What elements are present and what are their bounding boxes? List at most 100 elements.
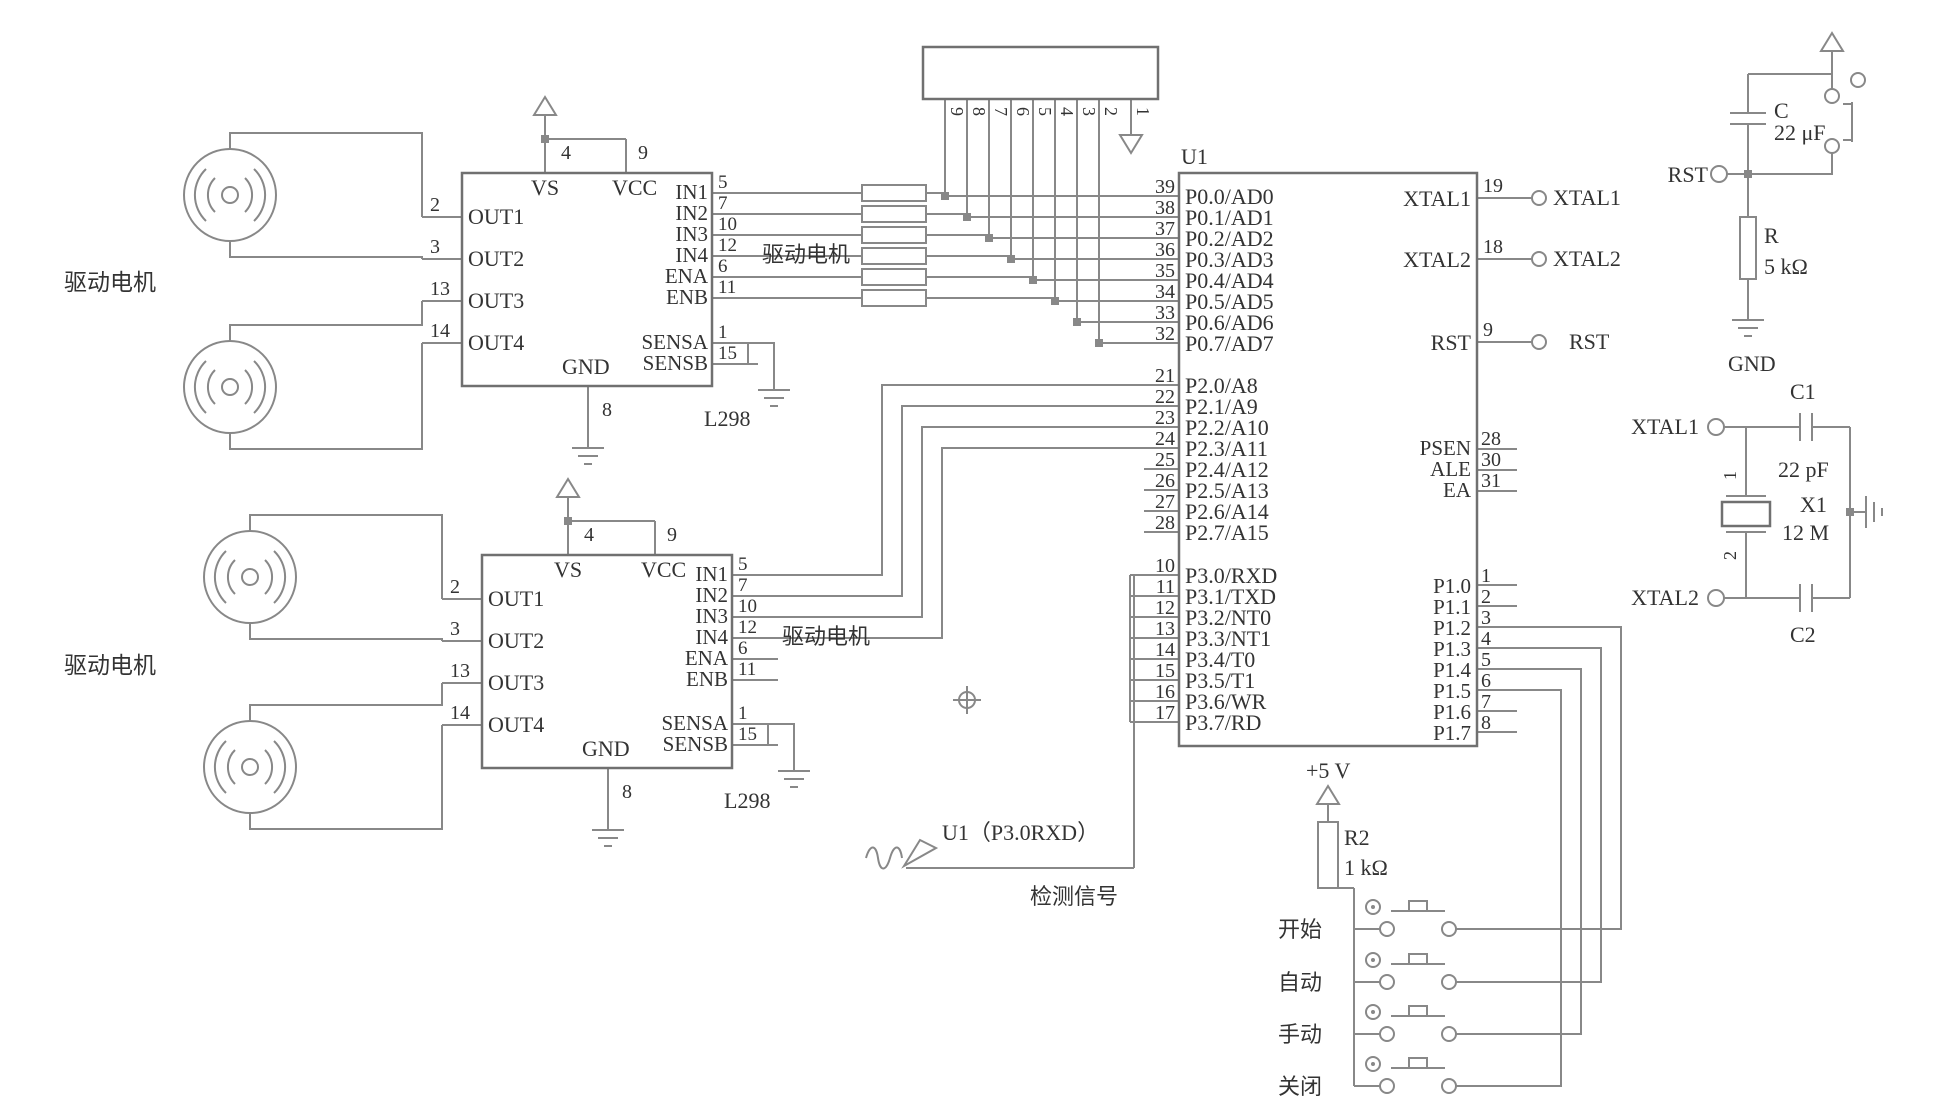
button-marker	[1365, 952, 1381, 968]
pin-label: SENSA	[661, 711, 728, 735]
pin-number: 11	[718, 277, 736, 298]
pin-number: 14	[430, 320, 450, 342]
pin-label: OUT4	[488, 712, 544, 737]
ground-arrow-icon	[1118, 134, 1144, 155]
pin-number: 39	[1155, 176, 1175, 198]
pin-number: 19	[1483, 175, 1503, 197]
keypad-resistor-r2	[1317, 821, 1339, 889]
xtal1-net-label: XTAL1	[1631, 414, 1699, 439]
push-button-icon	[1365, 1004, 1457, 1042]
ground-symbol	[1732, 319, 1764, 337]
button-contact	[1441, 1078, 1457, 1094]
keypad-button-label: 关闭	[1278, 1074, 1322, 1098]
pin-number: 10	[718, 214, 737, 235]
pin-label: P2.4/A12	[1185, 457, 1269, 482]
net-terminal	[1531, 251, 1547, 267]
connector-pin-number: 6	[1013, 107, 1033, 116]
pin-number: 13	[430, 278, 450, 300]
pin-label: GND	[562, 354, 610, 379]
pin-label: GND	[582, 736, 630, 761]
button-contact	[1379, 974, 1395, 990]
reset-resistor	[1739, 216, 1757, 280]
button-marker-dot	[1371, 1010, 1375, 1014]
junction-dot	[564, 517, 572, 525]
components-layer	[183, 31, 1866, 1094]
pin-number: 12	[738, 617, 757, 638]
button-contact	[1379, 1078, 1395, 1094]
push-button-icon	[1365, 952, 1457, 990]
pin-number: 11	[738, 659, 756, 680]
part-name: L298	[724, 788, 770, 813]
pin-number: 21	[1155, 365, 1175, 387]
pin-number: 1	[718, 322, 728, 343]
pin-label: P0.2/AD2	[1185, 226, 1274, 251]
connector-pin-number: 2	[1101, 107, 1121, 116]
motor-arc	[253, 360, 267, 414]
pin-number: 11	[1156, 576, 1175, 598]
button-contact	[1379, 1026, 1395, 1042]
keypad-button-label: 手动	[1278, 1022, 1322, 1047]
motor-arc	[264, 749, 274, 785]
pin-number: 6	[718, 256, 728, 277]
pin-label: P3.1/TXD	[1185, 584, 1276, 609]
pin-label: OUT2	[488, 628, 544, 653]
junction-dot	[1846, 508, 1854, 516]
xtal1-terminal	[1707, 418, 1725, 436]
junction-dot	[1007, 255, 1015, 263]
series-resistor	[861, 247, 927, 265]
xtal2-terminal	[1707, 589, 1725, 607]
pin-number: 4	[561, 142, 571, 164]
pin-label: P1.3	[1433, 637, 1471, 661]
pin-number: 10	[738, 596, 757, 617]
sense-ground-wire	[758, 342, 775, 390]
net-terminal	[1531, 334, 1547, 350]
c2-name: C2	[1790, 622, 1816, 647]
keypad-res-value: 1 kΩ	[1344, 855, 1388, 880]
pin-number: 4	[584, 524, 594, 546]
pin-label: IN1	[695, 562, 728, 586]
pin-label: SENSB	[643, 351, 708, 375]
pin-label: IN2	[695, 583, 728, 607]
pin-label: ENB	[666, 285, 708, 309]
motor-wire	[249, 725, 443, 830]
pin-label: P1.2	[1433, 616, 1471, 640]
pin-number: 14	[1155, 639, 1175, 661]
signal-source-icon	[865, 846, 903, 870]
push-button-icon	[1365, 899, 1457, 937]
pin-label: P2.6/A14	[1185, 499, 1269, 524]
pin-label: ALE	[1430, 457, 1471, 481]
pin-number: 9	[638, 142, 648, 164]
crystal-pin-number: 1	[1720, 471, 1740, 480]
junction-dot	[1744, 170, 1752, 178]
xtal2-net-label: XTAL2	[1631, 585, 1699, 610]
pin-number: 15	[1155, 660, 1175, 682]
reset-res-name: R	[1764, 223, 1779, 248]
motor-arc	[193, 168, 207, 222]
pin-label: IN4	[695, 625, 728, 649]
pin-label: P3.5/T1	[1185, 668, 1255, 693]
reset-switch-contact	[1824, 138, 1840, 154]
pin-label: EA	[1443, 478, 1472, 502]
pin-label: P3.4/T0	[1185, 647, 1255, 672]
pin-label: P3.7/RD	[1185, 710, 1261, 735]
pin-number: 9	[667, 524, 677, 546]
button-marker-dot	[1371, 905, 1375, 909]
ground-symbol	[592, 829, 624, 847]
junction-dot	[963, 213, 971, 221]
motor-wire	[229, 241, 423, 259]
crosshair-marker-icon	[958, 691, 976, 709]
part-name: L298	[704, 406, 750, 431]
connector-pin-number: 7	[991, 107, 1011, 116]
pin-label: VS	[531, 175, 559, 200]
net-label: XTAL1	[1553, 185, 1621, 210]
pin-label: P2.7/A15	[1185, 520, 1269, 545]
pin-label: OUT4	[468, 330, 524, 355]
pin-number: 32	[1155, 323, 1175, 345]
power-arrow-icon	[555, 477, 581, 498]
pin-number: 13	[450, 660, 470, 682]
pin-label: P2.0/A8	[1185, 373, 1258, 398]
sense-ground-wire	[778, 723, 795, 771]
motor-outer-ring	[203, 720, 297, 814]
pin-number: 38	[1155, 197, 1175, 219]
connector-pin-number: 1	[1133, 107, 1153, 116]
